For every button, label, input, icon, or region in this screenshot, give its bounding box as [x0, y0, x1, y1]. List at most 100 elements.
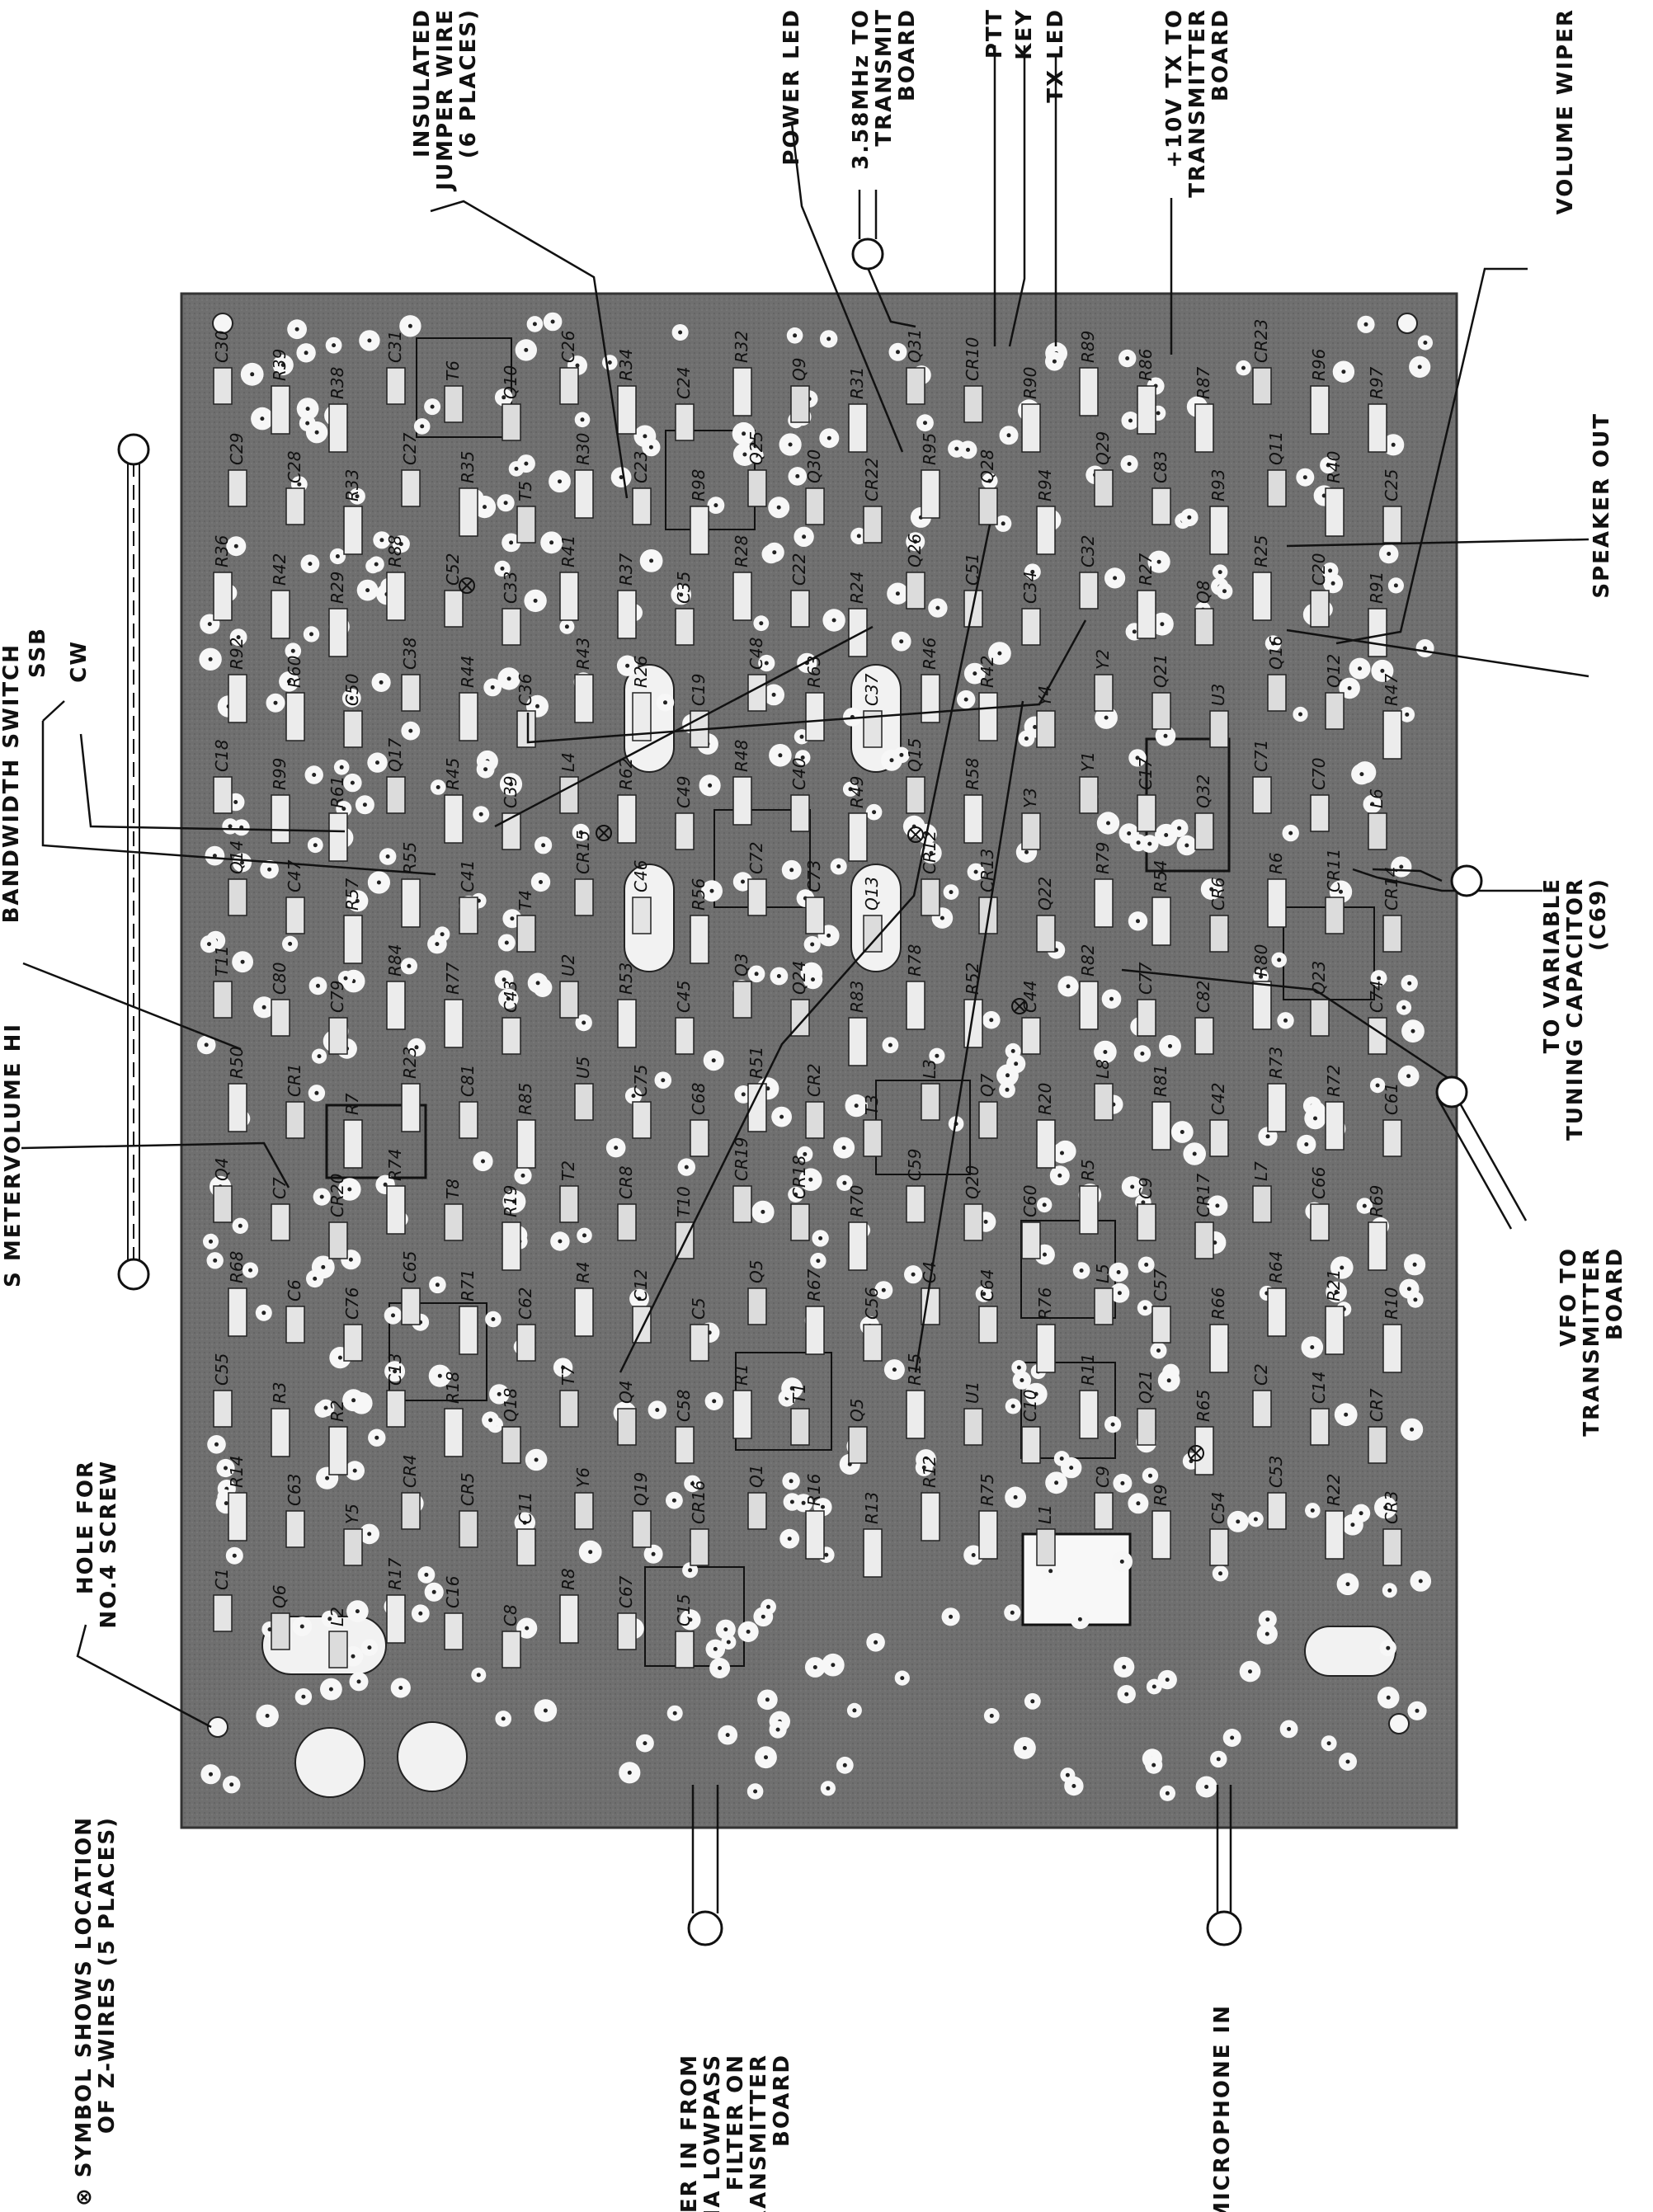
- solder-pad-hole: [842, 1180, 847, 1185]
- solder-pad-hole: [803, 1151, 808, 1156]
- component-label-c33: C33: [501, 572, 520, 604]
- solder-pad-hole: [637, 1297, 642, 1301]
- component-body-c13: [386, 1390, 406, 1428]
- component-body-c50: [343, 710, 363, 748]
- solder-pad-hole: [1259, 974, 1264, 979]
- solder-pad-hole: [1399, 864, 1404, 869]
- component-body-q22: [1036, 915, 1056, 953]
- solder-pad-hole: [1347, 685, 1352, 690]
- solder-pad-hole: [852, 1708, 857, 1713]
- component-body-q4: [213, 1185, 233, 1223]
- component-body-c38: [401, 674, 421, 712]
- solder-pad-hole: [352, 1468, 357, 1473]
- component-body-r42: [978, 692, 998, 741]
- label-volume_wiper: VOLUME WIPER: [1553, 8, 1578, 214]
- solder-pad-hole: [1177, 826, 1182, 831]
- label-bandwidth: BANDWIDTH SWITCH: [0, 643, 24, 923]
- component-label-r90: R90: [1020, 367, 1040, 399]
- component-label-cr17: CR17: [1194, 1173, 1213, 1217]
- component-body-r12: [921, 1492, 940, 1541]
- component-body-c17: [1137, 794, 1156, 832]
- solder-pad-hole: [949, 890, 954, 895]
- component-label-l4: L4: [558, 752, 578, 772]
- solder-pad-hole: [207, 942, 211, 947]
- component-label-r84: R84: [385, 944, 405, 977]
- solder-pad-hole: [892, 1367, 897, 1372]
- solder-pad-hole: [1116, 1270, 1121, 1274]
- component-label-r99: R99: [270, 758, 290, 790]
- component-body-c40: [790, 794, 810, 832]
- solder-pad-hole: [1103, 1050, 1108, 1054]
- solder-pad-hole: [1344, 1412, 1349, 1417]
- solder-pad-hole: [1104, 715, 1109, 720]
- component-body-r32: [732, 367, 752, 417]
- component-label-c43: C43: [501, 981, 520, 1013]
- solder-pad-hole: [367, 1532, 372, 1537]
- component-label-r54: R54: [1151, 860, 1170, 892]
- component-label-r4: R4: [573, 1261, 593, 1283]
- component-label-r22: R22: [1324, 1474, 1344, 1506]
- component-label-r61: R61: [327, 776, 347, 808]
- component-label-r69: R69: [1367, 1185, 1387, 1217]
- solder-pad-hole: [789, 868, 794, 873]
- component-body-c44: [1021, 1017, 1041, 1055]
- component-label-r71: R71: [458, 1269, 478, 1301]
- solder-pad-hole: [1248, 1669, 1252, 1674]
- solder-pad-hole: [1393, 583, 1398, 588]
- component-label-c30: C30: [212, 331, 232, 363]
- component-body-c16: [444, 1612, 464, 1650]
- component-body-r72: [1325, 1101, 1345, 1151]
- solder-pad-hole: [776, 505, 781, 510]
- solder-pad-hole: [1130, 1184, 1135, 1189]
- solder-pad-hole: [1164, 833, 1169, 837]
- component-body-c53: [1267, 1492, 1287, 1530]
- component-label-r92: R92: [227, 638, 247, 670]
- solder-pad-hole: [678, 330, 683, 335]
- component-body-c55: [213, 1390, 233, 1428]
- component-body-r17: [386, 1594, 406, 1644]
- component-label-q20: Q20: [963, 1165, 982, 1199]
- component-label-r31: R31: [847, 367, 867, 399]
- solder-pad-hole: [1132, 629, 1137, 634]
- component-label-q28: Q28: [977, 449, 997, 483]
- solder-pad-hole: [1005, 1073, 1010, 1078]
- solder-pad-hole: [430, 404, 435, 409]
- solder-pad-hole: [972, 671, 977, 676]
- solder-pad-hole: [588, 1550, 593, 1555]
- solder-pad-hole: [229, 1782, 234, 1787]
- solder-pad-hole: [818, 1235, 823, 1240]
- component-body-q11: [1267, 469, 1287, 507]
- solder-pad-hole: [250, 372, 255, 377]
- solder-pad-hole: [327, 1617, 332, 1621]
- component-label-c73: C73: [804, 860, 824, 892]
- solder-pad-hole: [309, 632, 313, 637]
- solder-pad-hole: [776, 974, 781, 978]
- component-label-q9: Q9: [789, 358, 809, 381]
- component-body-r13: [863, 1528, 883, 1578]
- component-body-r24: [848, 608, 868, 657]
- component-body-q5: [747, 1287, 767, 1325]
- label-vfo: VFO TOTRANSMITTERBOARD: [1556, 1247, 1627, 1437]
- solder-pad-hole: [631, 1094, 636, 1099]
- component-body-r89: [1079, 367, 1099, 417]
- component-label-c58: C58: [674, 1390, 694, 1422]
- component-label-t1: T1: [789, 1383, 809, 1404]
- component-body-q28: [978, 487, 998, 525]
- solder-pad-hole: [1043, 1252, 1047, 1257]
- component-body-t2: [559, 1185, 579, 1223]
- component-body-q5: [848, 1426, 868, 1464]
- component-body-r47: [1382, 710, 1402, 760]
- component-label-c65: C65: [400, 1251, 420, 1283]
- component-label-r57: R57: [342, 878, 362, 911]
- solder-pad-hole: [1148, 1473, 1152, 1478]
- component-label-cr16: CR16: [689, 1480, 709, 1524]
- solder-pad-hole: [816, 1259, 821, 1264]
- solder-pad-hole: [407, 963, 412, 968]
- component-label-t4: T4: [516, 890, 535, 911]
- solder-pad-hole: [483, 505, 487, 510]
- solder-pad-hole: [1359, 1511, 1363, 1516]
- component-label-r35: R35: [458, 451, 478, 483]
- solder-pad-hole: [558, 479, 562, 484]
- solder-pad-hole: [561, 1365, 566, 1370]
- component-body-c68: [690, 1119, 709, 1157]
